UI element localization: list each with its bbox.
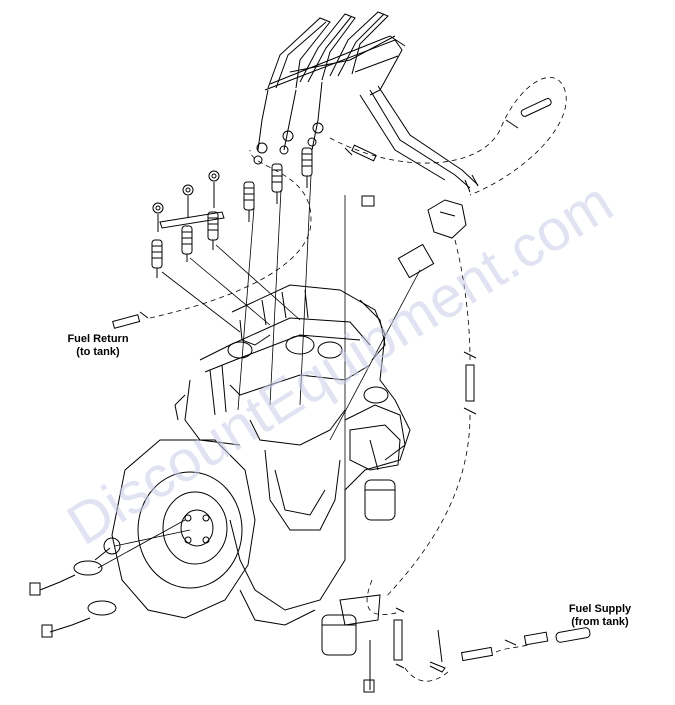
return-hose-parts	[112, 311, 477, 415]
sensor-wiring	[29, 537, 121, 638]
engine-block	[174, 284, 411, 626]
supply-line-components	[393, 607, 591, 673]
upper-injectors	[243, 147, 313, 222]
injector-clamps	[152, 170, 225, 232]
fuel-pump-top	[397, 174, 479, 279]
top-line-pieces	[344, 98, 552, 207]
fuel-return-subtitle: (to tank)	[76, 346, 120, 358]
glow-plugs	[151, 211, 219, 278]
injector-line-fittings	[253, 81, 324, 165]
flywheel-housing	[111, 439, 256, 619]
fuel-filter-right	[349, 424, 401, 521]
fuel-return-title: Fuel Return	[67, 333, 129, 345]
fuel-return-label: Fuel Return (to tank)	[48, 333, 148, 359]
fuel-supply-subtitle: (from tank)	[571, 616, 629, 628]
fuel-supply-label: Fuel Supply (from tank)	[545, 603, 655, 629]
fuel-supply-title: Fuel Supply	[568, 603, 632, 615]
injector-fuel-lines	[264, 11, 479, 189]
fuel-filter-bottom	[321, 594, 381, 693]
dashed-fuel-routing	[149, 77, 567, 682]
leader-lines	[97, 174, 421, 569]
